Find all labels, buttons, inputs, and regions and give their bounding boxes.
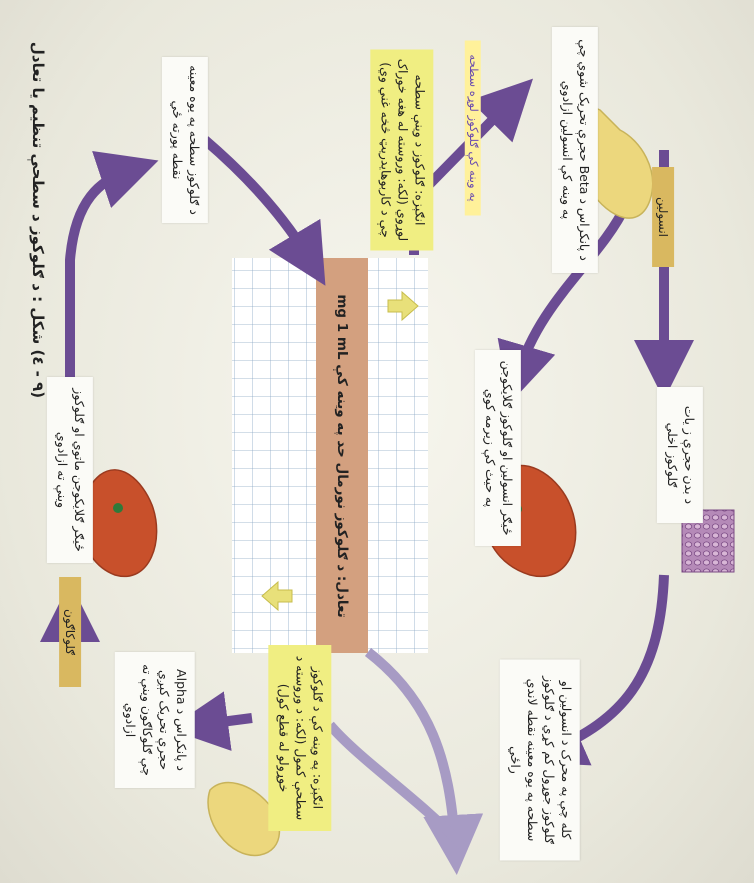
arrow-to-glucose-rise	[65, 151, 159, 385]
liver-storage-box: ځيګر انسولین او ګلوکوز ګلایکوجن په حیث ک…	[475, 350, 521, 546]
arrow-to-alpha	[168, 691, 253, 751]
insulin-tag: انسولین	[651, 167, 675, 267]
center-bar	[316, 258, 368, 653]
grid-arrows	[261, 290, 419, 612]
glucose-drop-box: کله چې په محرک د انسولین او ګلوکوز جوړول…	[500, 659, 580, 861]
arrow-to-center	[201, 136, 326, 286]
stimulus-high-highlight: په وینه کې ګلوکوز لوړه سطحه	[465, 40, 481, 216]
stimulus-low-box: انګېزه: په وینه کې د ګلوکوز سطحې کمول (ل…	[268, 645, 332, 831]
body-cells-icon	[681, 509, 735, 573]
center-label: تعادل: د ګلوکوز نورمال حد په وینه کې mg …	[334, 294, 351, 618]
arrow-to-stimulus-low	[326, 721, 466, 849]
arrow-return-light	[364, 648, 484, 875]
alpha-cells-box: د پانکراس د Alpha حجرې تحریک کېږي چې ګلو…	[115, 652, 195, 788]
arrow-to-liver-storage	[497, 202, 631, 404]
beta-cells-box: د پانکراس د Beta حجرې تحریک شوي چې په وی…	[552, 27, 598, 273]
figure-caption: (۹ - ٤) شکل : د ګلوکوز د سطحې تنظیم یا ت…	[29, 41, 48, 399]
center-grid-panel	[232, 258, 428, 653]
pancreas-alpha-icon	[207, 781, 281, 857]
stimulus-high-text: انګېزه: ګلوکوز د وینې سطحه لوړوي (لکه: و…	[378, 58, 428, 242]
glucose-rise-box: د ګلوکوز سطحه په یوه معینه نقطه پورته ځي	[162, 57, 208, 223]
body-cells-box: د بدن حجرې ز یات ګلوکوز اخلي	[657, 387, 703, 523]
liver-release-box: ځيګر ګلایکوجن ماتوي او ګلوکوز وینې ته از…	[47, 377, 93, 563]
stimulus-high-box: انګېزه: ګلوکوز د وینې سطحه لوړوي (لکه: و…	[370, 49, 434, 251]
glucagon-tag: ګلوکاګون	[58, 577, 82, 687]
